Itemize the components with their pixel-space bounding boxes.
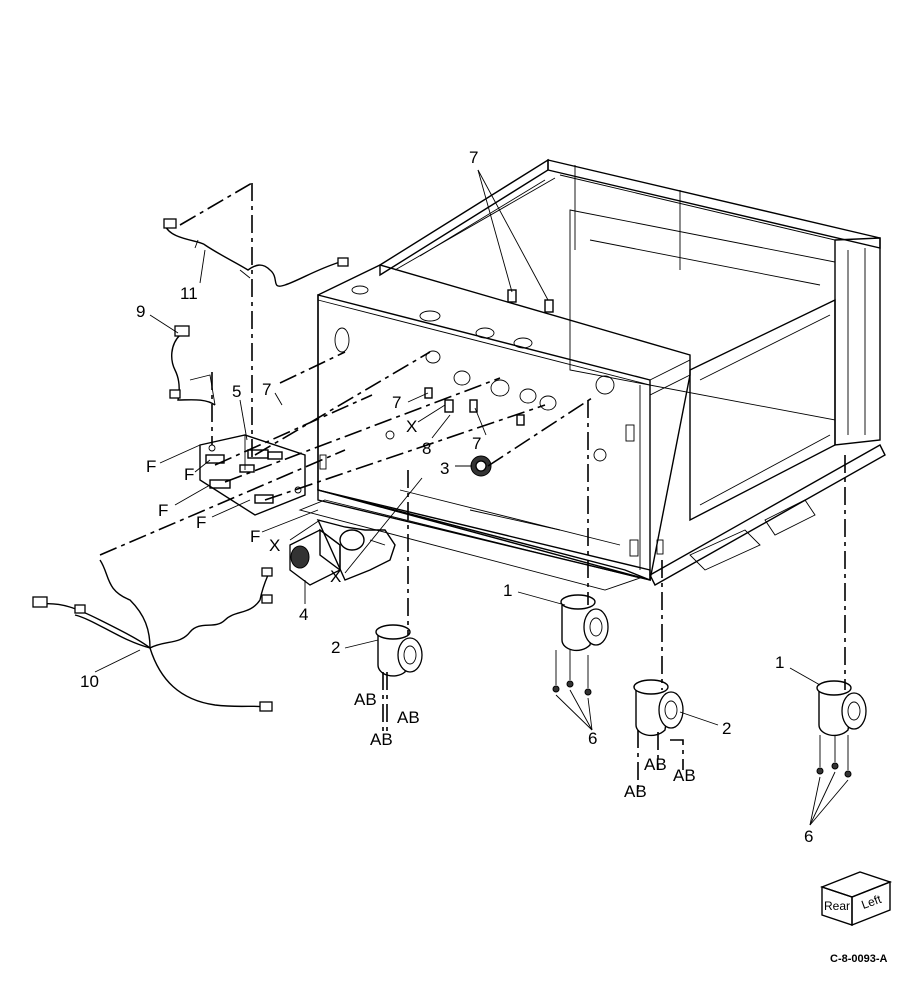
caster-2-right bbox=[633, 679, 684, 737]
orientation-cube: Rear Left bbox=[819, 871, 893, 927]
caster-2-left bbox=[375, 624, 423, 677]
callout-f1: F bbox=[146, 457, 156, 476]
callout-8: 8 bbox=[422, 439, 431, 458]
wire-harness-10 bbox=[32, 559, 273, 712]
main-frame bbox=[298, 158, 886, 591]
screws bbox=[552, 650, 852, 778]
callout-7-mid: 7 bbox=[392, 393, 401, 412]
callout-4: 4 bbox=[299, 605, 308, 624]
callout-f5: F bbox=[250, 527, 260, 546]
callout-7-top: 7 bbox=[469, 148, 478, 167]
motor-4 bbox=[289, 518, 396, 586]
callout-2-right: 2 bbox=[722, 719, 731, 738]
cube-face-rear: Rear bbox=[824, 899, 850, 913]
callout-10: 10 bbox=[80, 672, 99, 691]
callout-6-right: 6 bbox=[804, 827, 813, 846]
callout-ab-2: AB bbox=[397, 708, 420, 727]
callout-5: 5 bbox=[232, 382, 241, 401]
callout-ab-1: AB bbox=[354, 690, 377, 709]
figure-code: C-8-0093-A bbox=[830, 953, 888, 965]
callout-f3: F bbox=[158, 501, 168, 520]
caster-1-mid bbox=[560, 594, 609, 652]
callout-ab-6: AB bbox=[624, 782, 647, 801]
caster-1-right bbox=[816, 680, 867, 737]
leader-lines bbox=[94, 169, 849, 826]
callout-x-left: X bbox=[269, 536, 280, 555]
callout-2-left: 2 bbox=[331, 638, 340, 657]
callout-f2: F bbox=[184, 465, 194, 484]
callout-ab-5: AB bbox=[673, 766, 696, 785]
callout-f4: F bbox=[196, 513, 206, 532]
wire-harness-9 bbox=[169, 325, 216, 406]
callout-ab-4: AB bbox=[644, 755, 667, 774]
callout-11: 11 bbox=[180, 284, 198, 303]
callout-x-low: X bbox=[330, 567, 341, 586]
assembly-lines bbox=[99, 182, 846, 790]
pwb-5 bbox=[199, 434, 306, 516]
callout-x-mid: X bbox=[406, 417, 417, 436]
wire-harness-11 bbox=[163, 218, 349, 287]
callout-1-right: 1 bbox=[775, 653, 784, 672]
callout-7-low: 7 bbox=[472, 434, 481, 453]
callout-3: 3 bbox=[440, 459, 449, 478]
callout-6-mid: 6 bbox=[588, 729, 597, 748]
cube-face-left: Left bbox=[860, 892, 884, 912]
callout-9: 9 bbox=[136, 302, 145, 321]
callout-7-left: 7 bbox=[262, 380, 271, 399]
callout-1-mid: 1 bbox=[503, 581, 512, 600]
callout-labels: 7 11 9 5 7 7 X 8 7 3 F F F F F X X 4 1 2… bbox=[80, 148, 813, 846]
callout-ab-3: AB bbox=[370, 730, 393, 749]
